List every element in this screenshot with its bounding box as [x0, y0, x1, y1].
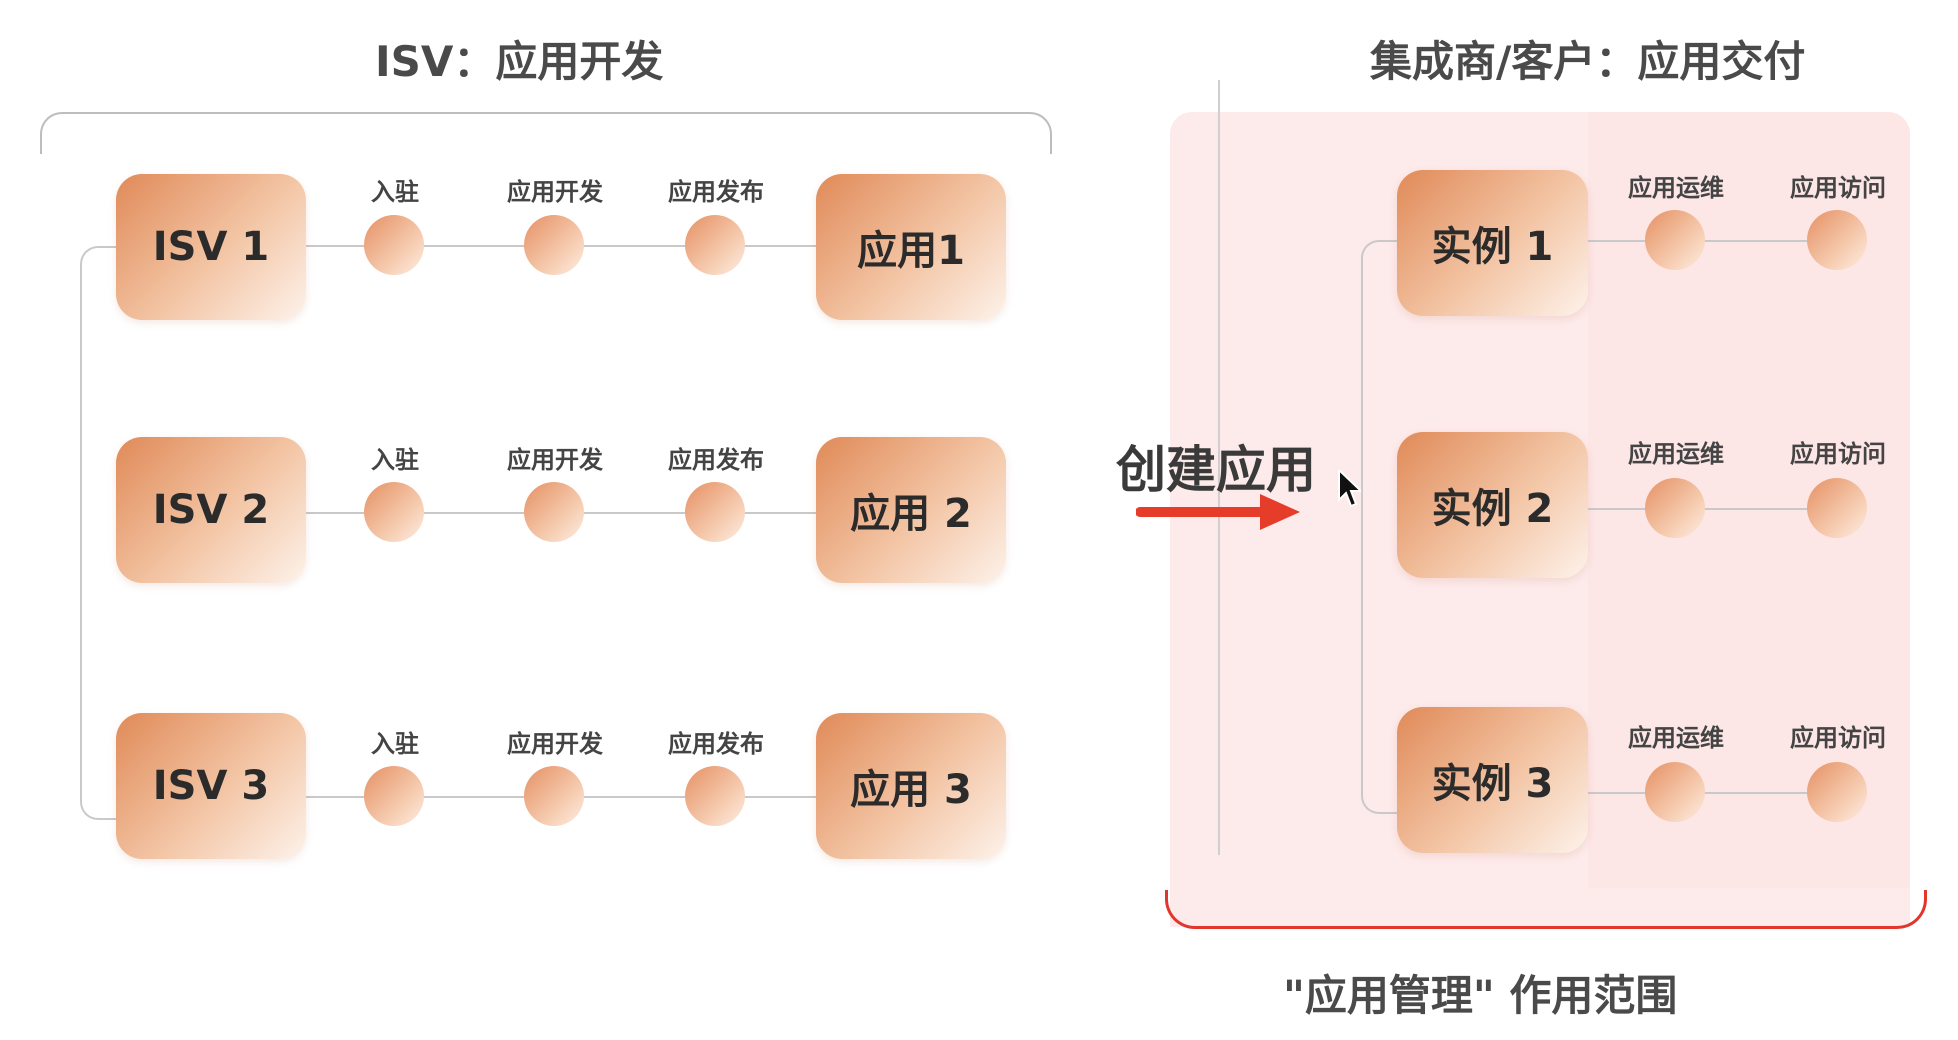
step-label-onboard: 入驻	[371, 730, 419, 758]
isv-node-1[interactable]: ISV 1	[116, 174, 306, 320]
right-group-connector	[1361, 240, 1399, 814]
step-label-publish: 应用发布	[668, 178, 764, 206]
scope-bracket	[1165, 890, 1927, 929]
step-dot-publish	[685, 482, 745, 542]
step-dot-onboard	[364, 766, 424, 826]
step-dot-access	[1807, 210, 1867, 270]
create-app-label: 创建应用	[1116, 441, 1316, 499]
move-cursor-icon	[1338, 470, 1364, 508]
step-label-publish: 应用发布	[668, 730, 764, 758]
instance1-connector-line	[1588, 240, 1838, 242]
instance-node-1[interactable]: 实例 1	[1397, 170, 1588, 316]
step-label-develop: 应用开发	[507, 178, 603, 206]
step-label-access: 应用访问	[1790, 440, 1886, 468]
right-title: 集成商/客户：应用交付	[1370, 37, 1806, 86]
instance-node-2[interactable]: 实例 2	[1397, 432, 1588, 578]
step-label-access: 应用访问	[1790, 724, 1886, 752]
scope-label: "应用管理" 作用范围	[1283, 971, 1678, 1020]
isv-node-3[interactable]: ISV 3	[116, 713, 306, 859]
instance3-connector-line	[1588, 792, 1838, 794]
step-label-develop: 应用开发	[507, 446, 603, 474]
divider-line	[1218, 80, 1220, 855]
step-label-onboard: 入驻	[371, 178, 419, 206]
step-dot-ops	[1645, 210, 1705, 270]
app-node-1[interactable]: 应用1	[816, 174, 1006, 320]
step-label-access: 应用访问	[1790, 174, 1886, 202]
step-dot-onboard	[364, 482, 424, 542]
instance-node-3[interactable]: 实例 3	[1397, 707, 1588, 853]
app-node-2[interactable]: 应用 2	[816, 437, 1006, 583]
left-title: ISV：应用开发	[375, 37, 664, 86]
step-label-ops: 应用运维	[1628, 724, 1724, 752]
step-dot-develop	[524, 215, 584, 275]
instance2-connector-line	[1588, 508, 1838, 510]
step-dot-ops	[1645, 762, 1705, 822]
step-dot-develop	[524, 482, 584, 542]
step-label-develop: 应用开发	[507, 730, 603, 758]
step-label-onboard: 入驻	[371, 446, 419, 474]
app-node-3[interactable]: 应用 3	[816, 713, 1006, 859]
step-label-ops: 应用运维	[1628, 174, 1724, 202]
step-dot-access	[1807, 478, 1867, 538]
step-dot-publish	[685, 215, 745, 275]
left-bracket	[40, 112, 1052, 154]
step-label-publish: 应用发布	[668, 446, 764, 474]
left-group-connector	[80, 246, 122, 820]
create-app-arrow	[1136, 494, 1300, 530]
step-dot-ops	[1645, 478, 1705, 538]
isv-node-2[interactable]: ISV 2	[116, 437, 306, 583]
step-dot-publish	[685, 766, 745, 826]
step-label-ops: 应用运维	[1628, 440, 1724, 468]
step-dot-develop	[524, 766, 584, 826]
step-dot-onboard	[364, 215, 424, 275]
step-dot-access	[1807, 762, 1867, 822]
